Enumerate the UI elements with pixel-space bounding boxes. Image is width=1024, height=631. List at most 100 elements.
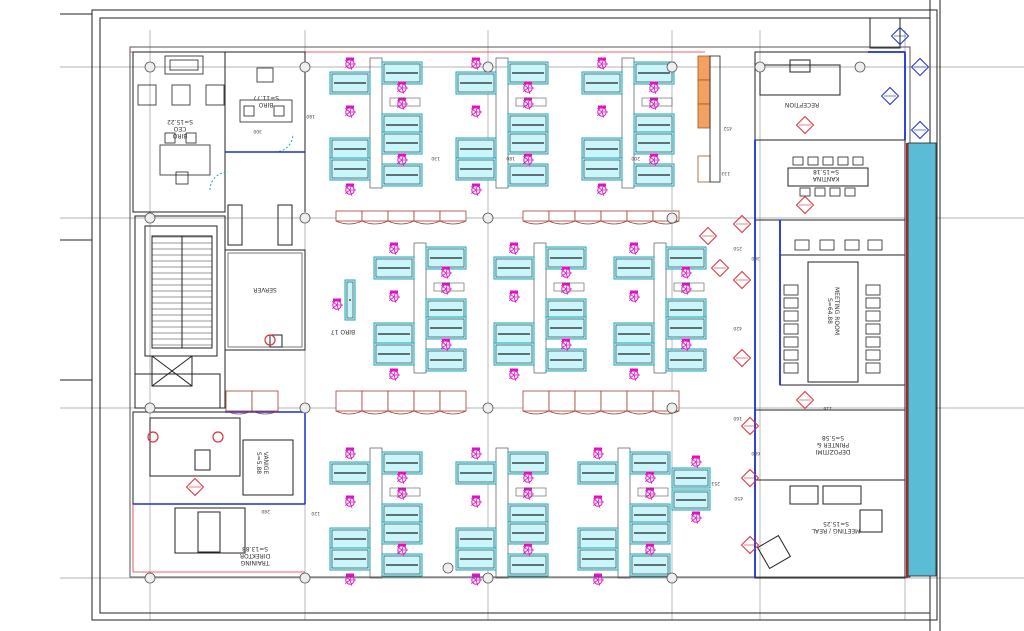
column [442,562,454,574]
chair-icon [344,183,356,196]
desk [329,461,371,485]
column [144,572,156,584]
room-name: MEETING ROOM [833,286,840,336]
chair-icon [396,81,408,94]
meeting-chair [783,349,799,361]
room-label-kantina: KANTINA S=15.18 [806,168,846,182]
desk [493,342,535,366]
desk-cluster [613,242,707,381]
column [482,212,494,224]
room-area: S=15.18 [813,168,840,175]
desk-cluster [581,57,675,196]
chair-icon [344,495,356,508]
cabinet [574,390,602,415]
room-area: S=15.22 [167,118,194,125]
storage-frame [709,55,721,183]
chair-icon [690,511,702,524]
cabinet [439,390,467,415]
chair-icon [592,447,604,460]
chair-icon [522,487,534,500]
orange-storage [697,55,711,183]
cabinet [574,210,602,225]
desk [329,157,371,181]
room-name: BIRO 17 [330,328,356,335]
chair-icon [508,242,520,255]
extinguisher-icon [212,431,224,443]
ceo-furniture [137,55,293,185]
room-name: VANIGE [262,451,269,475]
kantina-chair [829,187,841,197]
chair-icon [331,298,343,311]
column [144,61,156,73]
chair-icon [344,57,356,70]
kantina-chair [814,187,826,197]
section-marker [185,477,205,497]
chair-icon [396,471,408,484]
section-marker [698,226,718,246]
column [666,212,678,224]
chair-icon [440,266,452,279]
room-label-vanige: VANIGE S=5.88 [255,448,269,478]
chair-icon [680,266,692,279]
chair-icon [648,81,660,94]
section-marker [795,390,815,410]
meeting-chair [865,297,881,309]
desk [665,348,707,372]
section-marker [795,115,815,135]
section-marker [910,120,930,140]
room-name: MEETING / REAL [811,527,861,534]
room-area: S=13.88 [242,545,269,552]
cabinet [387,390,415,415]
chair-icon [560,266,572,279]
right-blue-partition [754,51,906,578]
chair-icon [522,97,534,110]
desk [629,553,671,577]
desk [493,322,535,346]
chair-icon [470,183,482,196]
column [854,61,866,73]
room-label-direktor: TRAINING DIREKTOR S=13.88 [233,545,277,566]
extinguisher-icon [147,431,159,443]
cabinet [626,210,654,225]
chair-icon [644,543,656,556]
cabinet [225,390,253,415]
room-area: S=5.88 [255,451,262,475]
chair-icon [592,573,604,586]
chair-icon [344,573,356,586]
chair-icon [344,105,356,118]
room-name: DIREKTOR [239,552,271,559]
column [482,61,494,73]
desk [329,71,371,95]
meeting-chair [865,323,881,335]
room-label-server: SERVER [253,286,277,293]
chair-icon [508,290,520,303]
column [144,212,156,224]
chair-icon [470,495,482,508]
section-marker [740,468,760,488]
desk [344,279,356,321]
desk [425,348,467,372]
chair-icon [560,338,572,351]
dimension-label: 300 [751,255,760,261]
meeting-chair [844,239,860,251]
desk [329,527,371,551]
meeting-chair [865,310,881,322]
bottom-left-rooms [132,411,306,554]
section-marker [740,416,760,436]
section-marker [732,270,752,290]
meeting-chair [783,362,799,374]
desk [613,342,655,366]
room-name: CEO [173,125,187,132]
desk [507,61,549,85]
chair-icon [470,57,482,70]
room-area: S=5.58 [821,434,845,441]
chair-icon [596,183,608,196]
column [299,61,311,73]
section-marker [910,57,930,77]
dimension-label: 133 [721,170,730,176]
chair-icon [396,97,408,110]
desk [577,547,619,571]
desk [633,131,675,155]
chair-icon [388,368,400,381]
